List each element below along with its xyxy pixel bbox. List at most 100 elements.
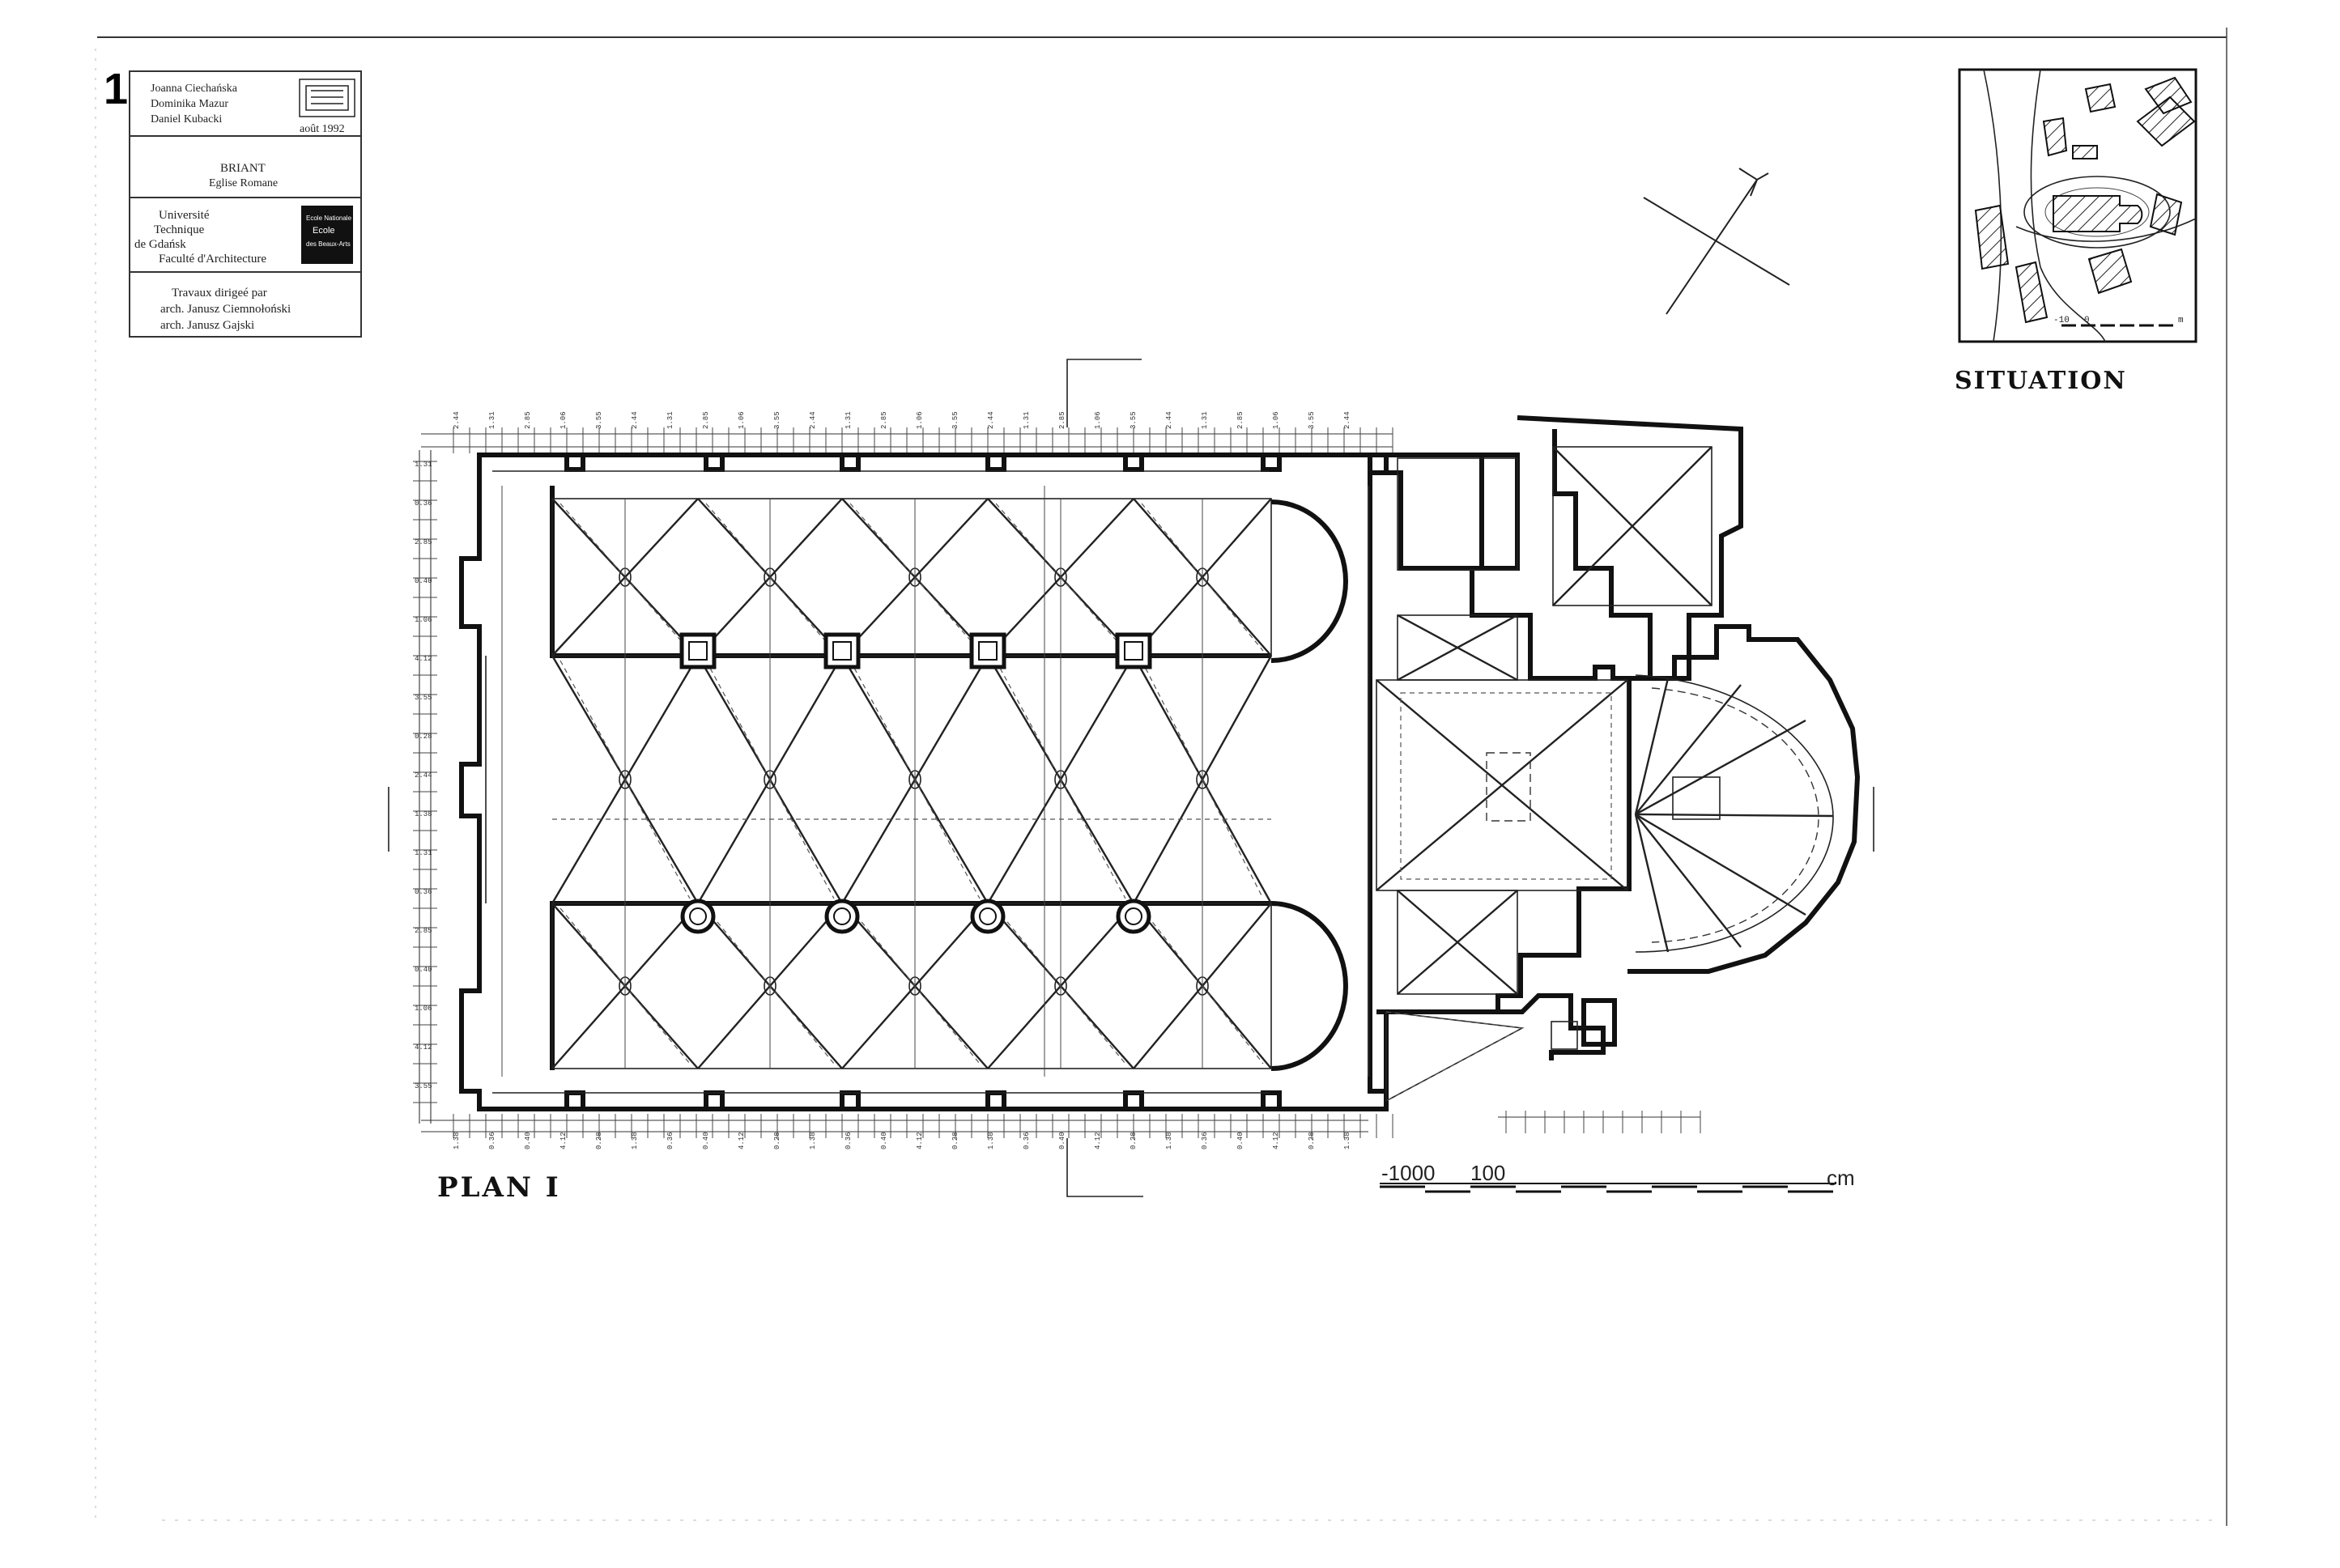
seal-logo: août 1992 (299, 79, 355, 135)
supervision-line-2: arch. Janusz Ciemnołoński (160, 303, 291, 316)
dimension-value: 4.12 (738, 1132, 746, 1149)
dimension-value: 0.36 (666, 1132, 674, 1149)
dimension-value: 0.36 (845, 1132, 853, 1149)
scale-unit: cm (1827, 1166, 1855, 1190)
dimension-value: 2.85 (415, 538, 432, 546)
situation-map: -10 0 m (1958, 68, 2197, 343)
dimension-value: 2.85 (880, 411, 888, 429)
dimension-value: 2.85 (702, 411, 710, 429)
dimension-value: 1.38 (631, 1132, 639, 1149)
project-subject: Eglise Romane (209, 177, 278, 189)
institution-line-1: Université (159, 209, 210, 222)
situation-label: SITUATION (1955, 367, 2127, 395)
dimension-value: 1.38 (809, 1132, 817, 1149)
svg-text:des Beaux-Arts: des Beaux-Arts (306, 240, 351, 248)
dimension-labels: 2.44 1.38 1.31 0.36 2.85 0.40 1.06 4.12 3.55 0.28… (415, 411, 1351, 1149)
dimension-value: 0.40 (415, 966, 432, 974)
nave-piers (679, 632, 1152, 934)
dimension-value: 0.36 (415, 888, 432, 896)
dimension-value: 2.44 (631, 411, 639, 429)
dimension-value: 0.40 (702, 1132, 710, 1149)
dimension-value: 2.85 (1058, 411, 1066, 429)
dimension-value: 2.85 (415, 927, 432, 935)
dimension-value: 1.06 (415, 616, 432, 624)
dimension-value: 1.38 (987, 1132, 995, 1149)
dimension-value: 1.31 (415, 849, 432, 857)
project-name: BRIANT (220, 162, 266, 175)
dimension-value: 1.31 (415, 461, 432, 469)
dimension-value: 1.31 (666, 411, 674, 429)
dimension-value: 2.44 (1343, 411, 1351, 429)
situation-scale-min: -10 (2053, 316, 2070, 325)
dimension-value: 0.28 (951, 1132, 959, 1149)
dimension-value: 1.31 (845, 411, 853, 429)
dimension-value: 1.06 (559, 411, 568, 429)
round-pier (970, 899, 1006, 934)
plan-label: PLAN I (437, 1171, 561, 1204)
date-label: août 1992 (300, 123, 345, 135)
svg-text:Ecole: Ecole (313, 226, 335, 236)
dimension-value: 3.55 (773, 411, 781, 429)
dimension-value: 2.44 (809, 411, 817, 429)
dimension-value: 2.44 (987, 411, 995, 429)
dimension-value: 2.44 (1165, 411, 1173, 429)
dimension-value: 1.38 (453, 1132, 461, 1149)
dimension-ticks (413, 427, 1701, 1138)
dimension-value: 0.36 (415, 499, 432, 508)
dimension-value: 2.85 (1236, 411, 1244, 429)
dimension-value: 0.40 (415, 577, 432, 585)
dimension-value: 2.85 (524, 411, 532, 429)
square-pier (969, 632, 1006, 669)
dimension-value: 1.06 (916, 411, 924, 429)
title-block: Joanna Ciechańska Dominika Mazur Daniel … (129, 70, 362, 338)
dimension-value: 1.31 (1023, 411, 1031, 429)
dimension-value: 4.12 (1094, 1132, 1102, 1149)
dimension-value: 0.36 (1023, 1132, 1031, 1149)
square-pier (679, 632, 717, 669)
scale-label-max: 100 (1470, 1161, 1505, 1185)
dimension-value: 1.06 (1272, 411, 1280, 429)
round-pier (824, 899, 860, 934)
round-pier (1116, 899, 1151, 934)
dimension-value: 0.40 (880, 1132, 888, 1149)
author-3: Daniel Kubacki (151, 113, 222, 125)
dimension-value: 1.06 (415, 1005, 432, 1013)
author-1: Joanna Ciechańska (151, 83, 238, 95)
dimension-value: 3.55 (415, 1082, 432, 1090)
author-2: Dominika Mazur (151, 98, 228, 110)
graphic-scale: -100 0 100 cm (1380, 1161, 1855, 1193)
situation-scale-unit: m (2178, 316, 2184, 325)
dimension-value: 4.12 (1272, 1132, 1280, 1149)
scale-label-min: -100 (1381, 1161, 1423, 1185)
dimension-value: 1.38 (1165, 1132, 1173, 1149)
north-arrow-icon (1643, 168, 1790, 315)
dimension-value: 1.31 (1201, 411, 1209, 429)
supervision-line-3: arch. Janusz Gajski (160, 319, 254, 332)
church-plan (459, 415, 1861, 1111)
sheet-frame (95, 28, 2227, 1526)
dimension-value: 0.28 (1308, 1132, 1316, 1149)
dimension-value: 0.40 (1058, 1132, 1066, 1149)
svg-text:Ecole Nationale: Ecole Nationale (306, 215, 352, 222)
dimension-value: 0.28 (773, 1132, 781, 1149)
round-pier (680, 899, 716, 934)
dimension-value: 2.44 (453, 411, 461, 429)
dimension-value: 0.40 (1236, 1132, 1244, 1149)
dimension-value: 3.55 (1308, 411, 1316, 429)
dimension-value: 1.38 (415, 810, 432, 818)
dimension-value: 4.12 (415, 655, 432, 663)
square-pier (1115, 632, 1152, 669)
dimension-value: 1.31 (488, 411, 496, 429)
dimension-value: 1.38 (1343, 1132, 1351, 1149)
dimension-value: 0.40 (524, 1132, 532, 1149)
institution-line-4: Faculté d'Architecture (159, 253, 266, 266)
dimension-value: 3.55 (1130, 411, 1138, 429)
dimension-value: 4.12 (559, 1132, 568, 1149)
sheet-number: 1 (104, 65, 128, 113)
dimension-value: 0.28 (415, 733, 432, 741)
dimension-value: 1.06 (1094, 411, 1102, 429)
dimension-value: 0.36 (488, 1132, 496, 1149)
square-pier (823, 632, 861, 669)
dimension-value: 4.12 (916, 1132, 924, 1149)
